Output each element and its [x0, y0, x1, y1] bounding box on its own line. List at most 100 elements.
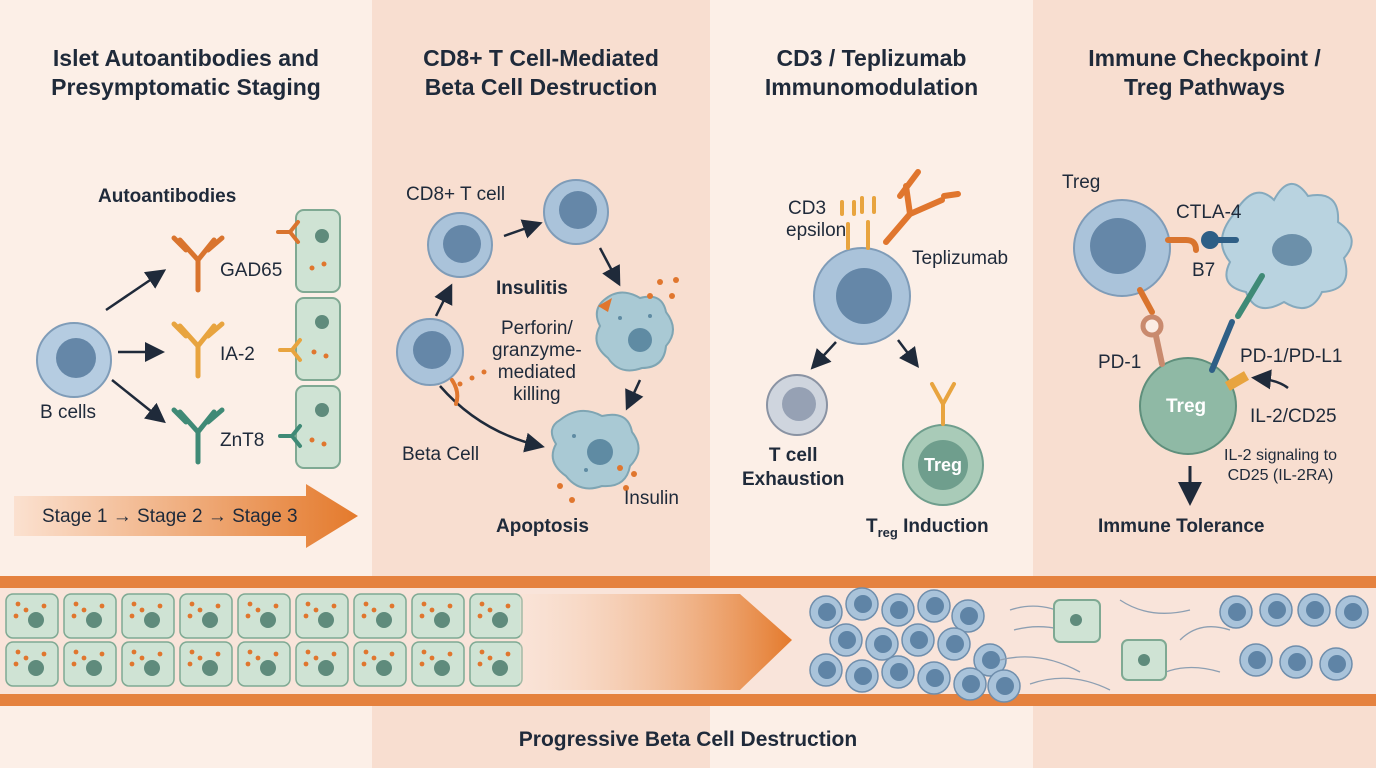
immune-cell-nucleus: [838, 631, 856, 649]
insulin-granule: [505, 651, 511, 657]
insulin-granule: [41, 603, 47, 609]
treg-induction-label: Treg Induction: [866, 516, 989, 540]
ctla4-label: CTLA-4: [1176, 202, 1242, 223]
il2-arrow: [1251, 369, 1289, 390]
insulin-granule: [477, 613, 483, 619]
immune-cell-nucleus: [982, 651, 1000, 669]
antibody-ia2-icon: [171, 321, 225, 379]
insulin-granule: [131, 601, 137, 607]
healthy-islet-row: [5, 593, 523, 687]
insulin-granule: [189, 601, 195, 607]
islet-nucleus: [28, 612, 44, 628]
insulin-granule: [129, 613, 135, 619]
teplizumab-antibody-icon: [883, 169, 961, 245]
insulin-granule: [245, 613, 251, 619]
b-cell-group: [36, 322, 112, 398]
insulin-granule: [371, 607, 377, 613]
insulin-granule: [419, 661, 425, 667]
cd8-t-cell-icons: [396, 179, 609, 386]
teplizumab-label: Teplizumab: [912, 248, 1009, 269]
autoantibodies-label: Autoantibodies: [98, 186, 237, 207]
immune-cell-nucleus: [1228, 603, 1246, 621]
insulin-granule: [371, 655, 377, 661]
ctla4-b7-interaction-icon: [1165, 231, 1239, 253]
islet-nucleus: [376, 612, 392, 628]
insulin-granule: [255, 655, 261, 661]
insulitis-label: Insulitis: [496, 278, 568, 299]
treg-center-cell-icon: [1139, 357, 1237, 455]
immune-cell-nucleus: [946, 635, 964, 653]
insulin-granule: [305, 649, 311, 655]
insulin-granule: [73, 649, 79, 655]
insulin-granule: [215, 651, 221, 657]
islet-cell-stack: [295, 209, 341, 469]
islet-nucleus: [202, 612, 218, 628]
insulin-granule: [23, 607, 29, 613]
residual-islet-cells: [1053, 599, 1167, 681]
treg-top-label: Treg: [1062, 172, 1101, 193]
insulin-label: Insulin: [624, 488, 679, 509]
insulin-granule: [13, 613, 19, 619]
insulin-granule: [23, 655, 29, 661]
insulin-granule: [157, 651, 163, 657]
islet-nucleus: [202, 660, 218, 676]
insulin-granule: [479, 649, 485, 655]
immune-cell-nucleus: [910, 631, 928, 649]
apoptotic-beta-cell-icon: [550, 409, 640, 490]
b-cell-arrows: [105, 269, 167, 424]
stage-progression-label: Stage 1 → Stage 2 → Stage 3: [42, 506, 298, 527]
immune-cell-nucleus: [926, 597, 944, 615]
immune-cell-nucleus: [962, 675, 980, 693]
insulin-granules: [457, 277, 679, 503]
insulin-granule: [131, 649, 137, 655]
pd1-receptor-icon: [1137, 287, 1165, 367]
gad65-label: GAD65: [220, 260, 283, 281]
cd8-arrows: [434, 219, 644, 453]
insulin-granule: [419, 613, 425, 619]
antibody-znt8-icon: [171, 407, 225, 465]
infiltrating-cells-row: [809, 587, 1369, 703]
islet-nucleus: [492, 660, 508, 676]
exhausted-t-cell-icon: [766, 374, 828, 436]
insulin-granule: [41, 651, 47, 657]
insulin-granule: [313, 655, 319, 661]
islet-nucleus: [434, 660, 450, 676]
immune-cell-nucleus: [890, 663, 908, 681]
bottom-caption: Progressive Beta Cell Destruction: [518, 728, 858, 751]
immune-cell-nucleus: [890, 601, 908, 619]
cd25-receptor-icon: [1224, 371, 1250, 391]
insulin-granule: [305, 601, 311, 607]
perforin-label: Perforin/ granzyme- mediated killing: [492, 318, 582, 405]
insulin-granule: [71, 661, 77, 667]
insulin-granule: [187, 661, 193, 667]
insulin-granule: [479, 601, 485, 607]
insulin-granule: [255, 607, 261, 613]
insulin-granule: [247, 601, 253, 607]
insulin-granule: [313, 607, 319, 613]
il2-signaling-note: IL-2 signaling to CD25 (IL-2RA): [1224, 447, 1337, 484]
b-cells-label: B cells: [40, 402, 96, 423]
treg-top-cell-icon: [1073, 199, 1171, 297]
insulin-granule: [303, 661, 309, 667]
damaged-beta-cell-icon: [595, 291, 674, 372]
insulin-granule: [273, 603, 279, 609]
dendritic-cell-icon: [1221, 183, 1353, 310]
insulin-granule: [505, 603, 511, 609]
islet-nucleus: [376, 660, 392, 676]
znt8-label: ZnT8: [220, 430, 265, 451]
immune-cell-nucleus: [818, 661, 836, 679]
insulin-granule: [361, 661, 367, 667]
pdl1-receptor-icon: [1209, 273, 1265, 373]
insulin-granule: [197, 655, 203, 661]
immune-cell-nucleus: [874, 635, 892, 653]
insulin-granule: [421, 601, 427, 607]
cd8-t-cell-label: CD8+ T cell: [406, 184, 506, 205]
immune-cell-nucleus: [854, 667, 872, 685]
treg-cell-icon: [902, 382, 984, 506]
insulin-granule: [331, 651, 337, 657]
insulin-granule: [331, 603, 337, 609]
immune-cell-nucleus: [926, 669, 944, 687]
insulin-granule: [389, 603, 395, 609]
insulin-granule: [273, 651, 279, 657]
